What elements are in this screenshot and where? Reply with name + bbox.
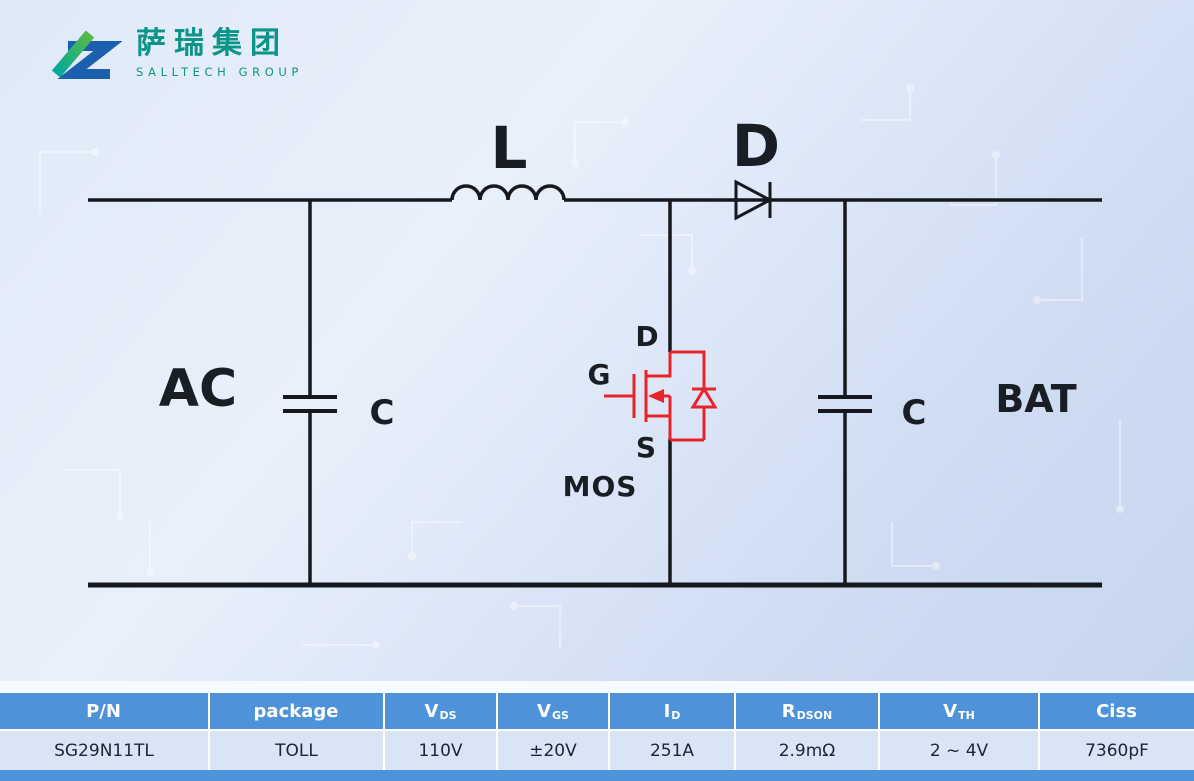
battery-label: BAT xyxy=(995,377,1076,421)
background-circuit-pattern xyxy=(39,84,1124,649)
ac-source-label: AC xyxy=(159,359,237,419)
col-header-package: package xyxy=(210,693,385,731)
inductor xyxy=(450,184,566,201)
diode xyxy=(734,179,774,221)
company-logo: 萨瑞集团 SALLTECH GROUP xyxy=(44,26,303,84)
mosfet-drain-label: D xyxy=(635,320,658,353)
table-bottom-bar xyxy=(0,770,1194,781)
logo-mark-icon xyxy=(51,30,122,79)
value-vth: 2 ~ 4V xyxy=(880,731,1040,770)
value-ciss: 7360pF xyxy=(1040,731,1194,770)
col-header-ciss: Ciss xyxy=(1040,693,1194,731)
value-package: TOLL xyxy=(210,731,385,770)
company-name-en: SALLTECH GROUP xyxy=(136,65,303,79)
table-top-strip xyxy=(0,681,1194,693)
mosfet-source-label: S xyxy=(636,431,656,464)
capacitor-left-label: C xyxy=(370,393,395,433)
spec-table-data-row: SG29N11TL TOLL 110V ±20V 251A 2.9mΩ 2 ~ … xyxy=(0,731,1194,770)
diode-label: D xyxy=(732,112,780,180)
value-rdson: 2.9mΩ xyxy=(736,731,880,770)
value-pn: SG29N11TL xyxy=(0,731,210,770)
company-name-cn: 萨瑞集团 xyxy=(136,26,288,61)
mosfet xyxy=(604,350,718,442)
value-id: 251A xyxy=(610,731,736,770)
value-vgs: ±20V xyxy=(498,731,610,770)
col-header-pn: P/N xyxy=(0,693,210,731)
mosfet-gate-label: G xyxy=(588,358,611,391)
capacitor-right xyxy=(818,200,872,585)
value-vds: 110V xyxy=(385,731,498,770)
capacitor-left xyxy=(283,200,337,585)
capacitor-right-label: C xyxy=(902,393,927,433)
mosfet-name-label: MOS xyxy=(563,470,638,503)
inductor-label: L xyxy=(491,114,528,182)
